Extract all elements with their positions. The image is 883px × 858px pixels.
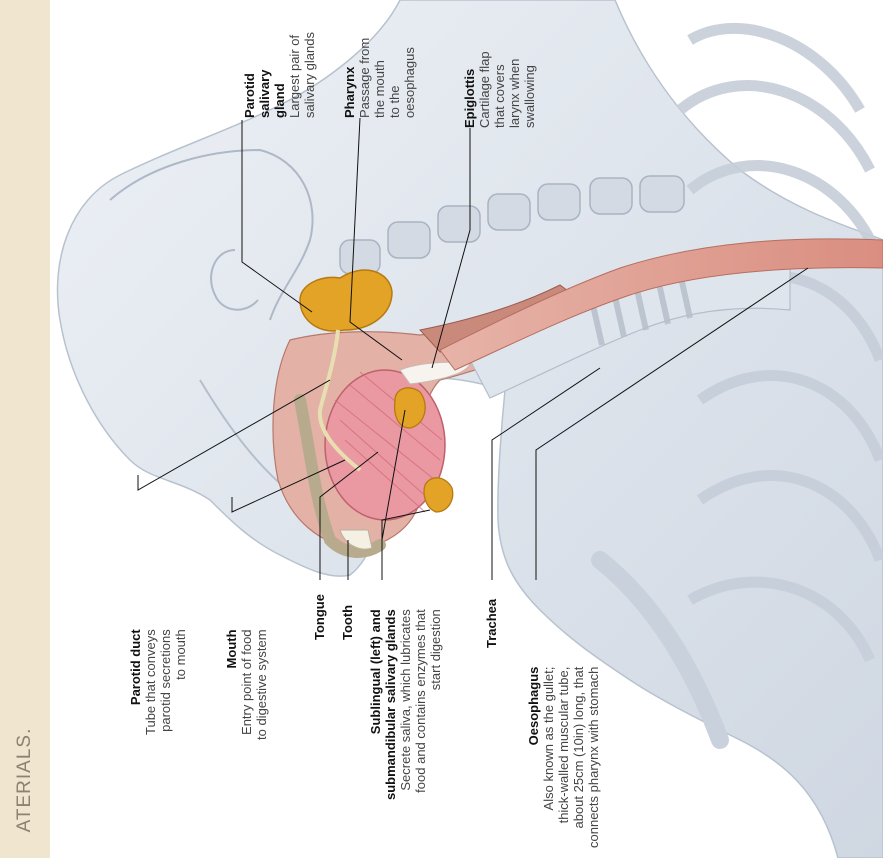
label-oesophagus: Oesophagus Also known as the gullet; thi… (526, 667, 601, 848)
label-salivary-glands: Sublingual (left) and submandibular sali… (368, 609, 443, 800)
label-epiglottis: Epiglottis Cartilage flap that covers la… (462, 51, 537, 128)
label-salivary-glands-desc: Secrete saliva, which lubricates food an… (398, 609, 443, 800)
label-pharynx-desc: Passage from the mouth to the oesophagus (357, 38, 417, 118)
label-epiglottis-desc: Cartilage flap that covers larynx when s… (477, 51, 537, 128)
label-parotid-gland-name: Parotid salivary gland (242, 32, 287, 118)
label-mouth: Mouth Entry point of food to digestive s… (224, 629, 269, 740)
label-tooth-name: Tooth (340, 605, 355, 640)
label-mouth-name: Mouth (224, 629, 239, 740)
label-pharynx: Pharynx Passage from the mouth to the oe… (342, 38, 417, 118)
label-salivary-glands-name: Sublingual (left) and submandibular sali… (368, 609, 398, 800)
label-tongue: Tongue (312, 594, 327, 640)
sublingual-gland-shape (424, 478, 453, 512)
label-parotid-duct-name: Parotid duct (128, 629, 143, 735)
label-oesophagus-desc: Also known as the gullet; thick-walled m… (541, 667, 601, 848)
label-parotid-duct: Parotid duct Tube that conveys parotid s… (128, 629, 188, 735)
label-oesophagus-name: Oesophagus (526, 667, 541, 848)
label-parotid-duct-desc: Tube that conveys parotid secretions to … (143, 629, 188, 735)
label-mouth-desc: Entry point of food to digestive system (239, 629, 269, 740)
label-pharynx-name: Pharynx (342, 38, 357, 118)
label-parotid-gland: Parotid salivary gland Largest pair of s… (242, 32, 317, 118)
label-trachea: Trachea (484, 599, 499, 648)
label-epiglottis-name: Epiglottis (462, 51, 477, 128)
label-trachea-name: Trachea (484, 599, 499, 648)
label-parotid-gland-desc: Largest pair of salivary glands (287, 32, 317, 118)
label-tooth: Tooth (340, 605, 355, 640)
submandibular-gland-shape (395, 388, 426, 428)
label-tongue-name: Tongue (312, 594, 327, 640)
